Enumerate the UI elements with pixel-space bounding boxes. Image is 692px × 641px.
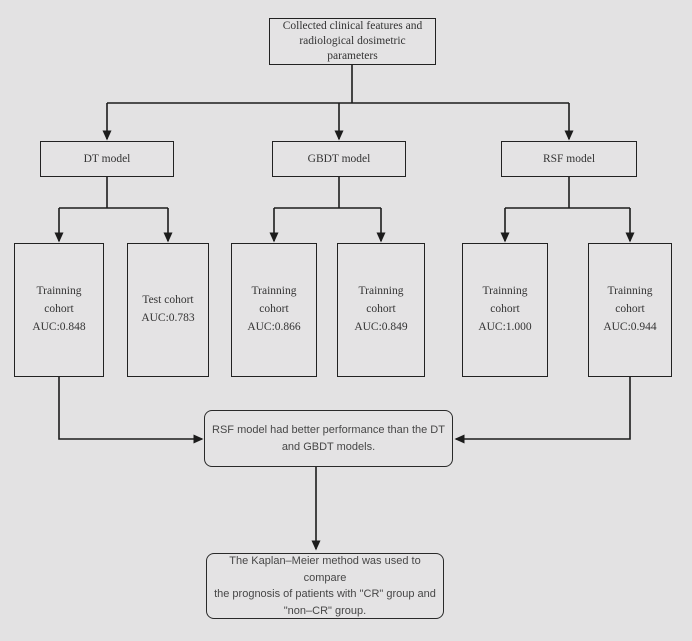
node-dt-test-cohort: Test cohort AUC:0.783 [127, 243, 209, 377]
node-dt-model: DT model [40, 141, 174, 177]
node-rsf-training-cohort: Trainning cohort AUC:1.000 [462, 243, 548, 377]
node-gbdt-test-cohort: Trainning cohort AUC:0.849 [337, 243, 425, 377]
node-gbdt-model: GBDT model [272, 141, 406, 177]
node-dt-training-cohort: Trainning cohort AUC:0.848 [14, 243, 104, 377]
connector-root-branch [102, 65, 574, 141]
connector-rsf-branch [500, 177, 635, 243]
node-rsf-test-cohort: Trainning cohort AUC:0.944 [588, 243, 672, 377]
connector-gbdt-branch [269, 177, 386, 243]
node-gbdt-training-cohort: Trainning cohort AUC:0.866 [231, 243, 317, 377]
node-conclusion: RSF model had better performance than th… [204, 410, 453, 467]
node-kaplan-meier: The Kaplan–Meier method was used to comp… [206, 553, 444, 619]
connector-left-feed [58, 377, 204, 444]
connector-dt-branch [54, 177, 173, 243]
node-rsf-model: RSF model [501, 141, 637, 177]
node-collected-features: Collected clinical features and radiolog… [269, 18, 436, 65]
connector-right-feed [454, 377, 631, 444]
